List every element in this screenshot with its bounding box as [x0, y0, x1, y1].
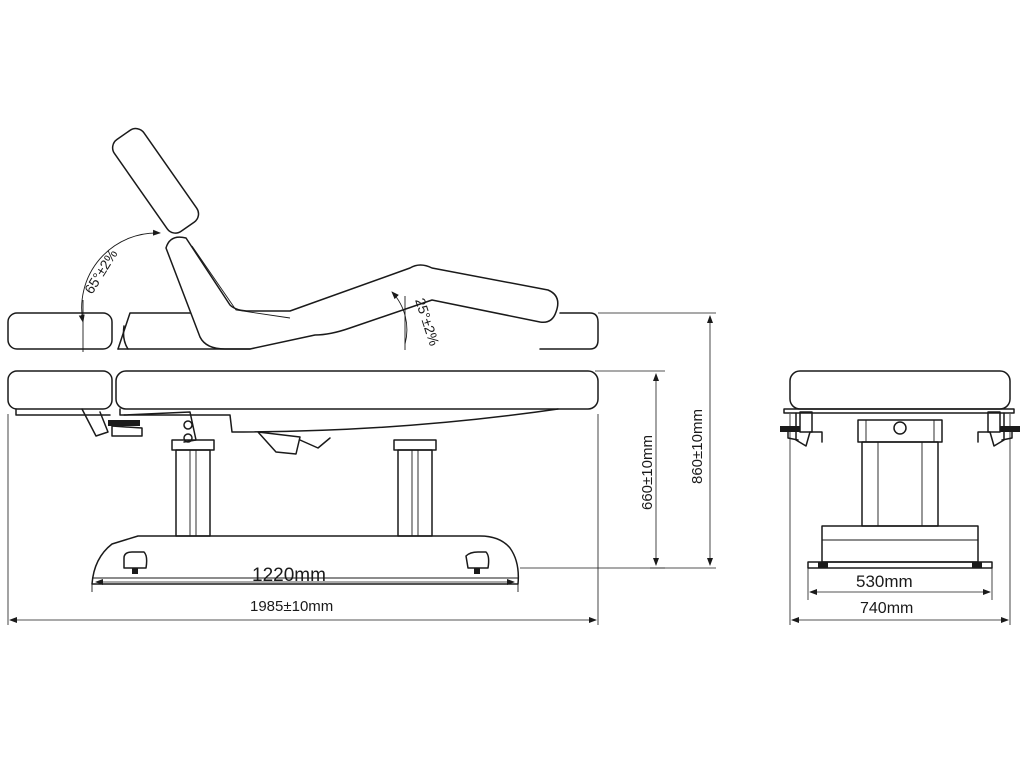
- reclined-table-side-view: 65°±2% 25°±2%: [7, 127, 599, 352]
- column-collar-right: [393, 439, 437, 451]
- backrest-angle-label: 65°±2%: [81, 246, 121, 296]
- legrest-angle-label: 25°±2%: [412, 296, 442, 348]
- column-right: [397, 449, 433, 537]
- end-base: [821, 525, 979, 563]
- main-cushion: [115, 370, 599, 410]
- base-plate: [91, 535, 520, 585]
- max-height-label: 860±10mm: [689, 409, 706, 484]
- lift-head: [857, 419, 943, 443]
- end-dimensions: 530mm 740mm: [789, 414, 1011, 625]
- base-length-label: 1220mm: [252, 565, 326, 586]
- column-left: [175, 449, 211, 537]
- head-section-flat: [7, 312, 113, 350]
- base-width-label: 530mm: [856, 572, 913, 591]
- backrest-raised: [111, 127, 200, 234]
- side-dimensions: 1220mm 1985±10mm 660±10mm 860±10mm: [7, 312, 716, 625]
- head-cushion: [7, 370, 113, 410]
- flat-table-side-view: [7, 370, 599, 592]
- body-section-reclined: [165, 236, 559, 350]
- foot-section-flat: [539, 312, 599, 350]
- end-cushion: [789, 370, 1011, 410]
- table-end-view: [780, 370, 1020, 569]
- column-collar-left: [171, 439, 215, 451]
- overall-length-label: 1985±10mm: [250, 598, 333, 615]
- min-height-label: 660±10mm: [639, 435, 656, 510]
- end-column: [861, 441, 939, 527]
- overall-width-label: 740mm: [860, 600, 913, 617]
